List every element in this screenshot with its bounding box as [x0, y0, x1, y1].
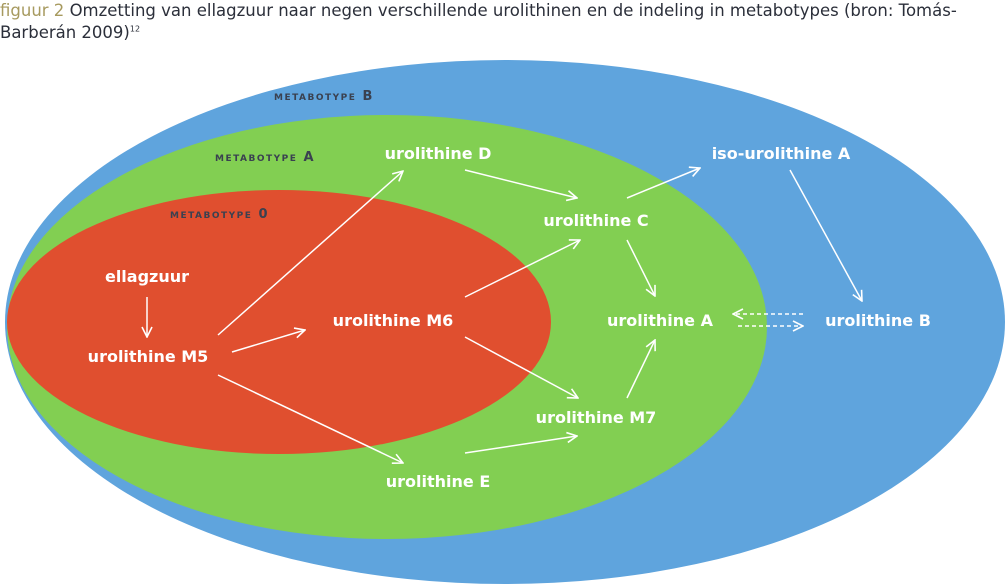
arrow-m5-d	[217, 171, 403, 336]
node-urolithine-d: urolithine D	[385, 144, 492, 163]
arrow-c-a	[626, 239, 655, 296]
figure-number: figuur 2	[0, 1, 65, 20]
arrow-d-c	[464, 169, 577, 198]
figure-caption: figuur 2 Omzetting van ellagzuur naar ne…	[0, 0, 1000, 44]
node-iso-urolithine-a: iso-urolithine A	[712, 144, 851, 163]
pathway-arrows	[147, 168, 862, 463]
arrow-m6-m7	[464, 336, 578, 398]
arrow-m6-c	[464, 240, 580, 298]
metabotype-a-label: metabotype A	[215, 150, 315, 165]
footnote-marker: 12	[129, 24, 141, 34]
node-urolithine-b: urolithine B	[825, 311, 931, 330]
arrow-m5-e	[217, 374, 403, 463]
arrow-c-iso-a	[626, 168, 700, 199]
arrow-m5-m6	[231, 330, 305, 353]
node-urolithine-a: urolithine A	[607, 311, 714, 330]
metabotype-b-label: metabotype B	[274, 89, 374, 104]
node-urolithine-e: urolithine E	[386, 472, 491, 491]
arrow-m7-a	[626, 340, 655, 399]
metabotype-0-region	[7, 190, 551, 454]
node-urolithine-c: urolithine C	[543, 211, 648, 230]
metabotype-0-label: metabotype 0	[170, 207, 269, 222]
node-ellagzuur: ellagzuur	[105, 267, 189, 286]
arrow-e-m7	[464, 436, 577, 454]
node-urolithine-m6: urolithine M6	[333, 311, 454, 330]
caption-text: Omzetting van ellagzuur naar negen versc…	[0, 1, 957, 42]
node-urolithine-m5: urolithine M5	[88, 347, 209, 366]
arrow-iso-a-b	[789, 169, 862, 301]
node-urolithine-m7: urolithine M7	[536, 408, 657, 427]
